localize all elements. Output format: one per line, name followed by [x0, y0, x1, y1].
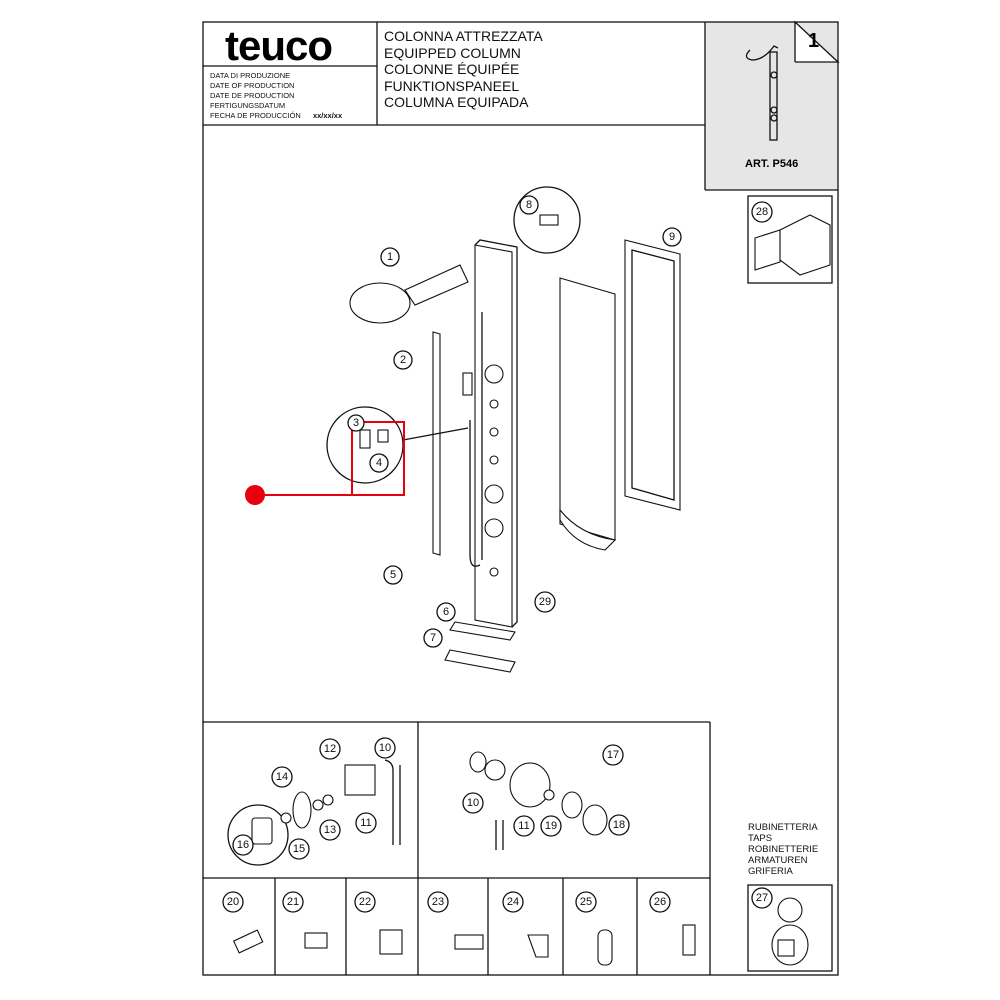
callout-23: 23	[427, 891, 449, 913]
taps-labels: RUBINETTERIA TAPS ROBINETTERIE ARMATUREN…	[748, 822, 818, 877]
callout-18: 18	[608, 814, 630, 836]
highlight-marker	[245, 421, 405, 505]
callout-2: 2	[393, 350, 413, 370]
callout-10b: 10	[462, 792, 484, 814]
taps-label: TAPS	[748, 833, 773, 844]
svg-text:13: 13	[324, 824, 336, 836]
svg-text:26: 26	[654, 896, 666, 908]
date-label: DATE OF PRODUCTION	[210, 81, 295, 90]
svg-text:20: 20	[227, 896, 239, 908]
svg-text:16: 16	[237, 839, 249, 851]
title-de: FUNKTIONSPANEEL	[384, 77, 520, 94]
callout-4: 4	[369, 453, 389, 473]
callout-9: 9	[662, 227, 682, 247]
svg-text:21: 21	[287, 896, 299, 908]
taps-label: ARMATUREN	[748, 855, 808, 866]
callout-20: 20	[222, 891, 244, 913]
taps-label: RUBINETTERIA	[748, 822, 818, 833]
svg-text:12: 12	[324, 743, 336, 755]
callout-16: 16	[232, 834, 254, 856]
taps-label: ROBINETTERIE	[748, 844, 819, 855]
callout-1: 1	[380, 247, 400, 267]
svg-text:7: 7	[430, 632, 436, 644]
callout-11: 11	[355, 812, 377, 834]
title-it: COLONNA ATTREZZATA	[384, 28, 543, 44]
callout-29: 29	[534, 591, 556, 613]
date-label: DATE DE PRODUCTION	[210, 91, 295, 100]
callout-26: 26	[649, 891, 671, 913]
svg-text:28: 28	[756, 206, 768, 218]
equipped-column-drawing	[326, 186, 831, 673]
date-label: FERTIGUNGSDATUM	[210, 101, 286, 110]
svg-text:3: 3	[353, 417, 359, 429]
svg-text:24: 24	[507, 896, 519, 908]
callout-7: 7	[423, 628, 443, 648]
article-code: ART. P546	[745, 158, 799, 170]
callout-22: 22	[354, 891, 376, 913]
svg-text:9: 9	[669, 231, 675, 243]
title-es: COLUMNA EQUIPADA	[384, 94, 529, 110]
callout-10: 10	[374, 737, 396, 759]
svg-text:5: 5	[390, 569, 396, 581]
callout-13: 13	[319, 819, 341, 841]
callout-25: 25	[575, 891, 597, 913]
callout-8: 8	[519, 195, 539, 215]
page-number: 1	[808, 30, 820, 52]
title-en: EQUIPPED COLUMN	[384, 44, 521, 61]
svg-text:19: 19	[545, 820, 557, 832]
production-date-block: DATA DI PRODUZIONE DATE OF PRODUCTION DA…	[210, 71, 342, 121]
svg-text:22: 22	[359, 896, 371, 908]
svg-text:27: 27	[756, 892, 768, 904]
svg-text:1: 1	[387, 251, 393, 263]
svg-text:14: 14	[276, 771, 288, 783]
callout-5: 5	[383, 565, 403, 585]
taps-label: GRIFERIA	[748, 866, 793, 877]
svg-text:15: 15	[293, 843, 305, 855]
callout-14: 14	[271, 766, 293, 788]
svg-text:10: 10	[379, 742, 391, 754]
callout-28: 28	[751, 201, 773, 223]
callout-12: 12	[319, 738, 341, 760]
callout-3: 3	[347, 414, 365, 432]
date-value: xx/xx/xx	[312, 111, 343, 120]
callout-21: 21	[282, 891, 304, 913]
svg-text:6: 6	[443, 606, 449, 618]
svg-text:2: 2	[400, 354, 406, 366]
date-label: FECHA DE PRODUCCIÓN	[210, 111, 301, 120]
taps-drawing	[227, 751, 608, 866]
title-block: COLONNA ATTREZZATA EQUIPPED COLUMN COLON…	[384, 28, 543, 111]
callout-15: 15	[288, 838, 310, 860]
svg-text:11: 11	[360, 817, 371, 829]
svg-text:18: 18	[613, 819, 625, 831]
svg-text:4: 4	[376, 457, 382, 469]
svg-text:11: 11	[518, 820, 529, 832]
svg-text:8: 8	[526, 199, 532, 211]
svg-text:23: 23	[432, 896, 444, 908]
title-fr: COLONNE ÉQUIPÉE	[384, 61, 520, 77]
callout-11b: 11	[513, 815, 535, 837]
callout-27: 27	[751, 887, 773, 909]
svg-text:17: 17	[607, 749, 619, 761]
brand-logo: teuco	[225, 22, 333, 69]
column-thumbnail-icon	[745, 45, 779, 141]
svg-text:10: 10	[467, 797, 479, 809]
callout-6: 6	[436, 602, 456, 622]
svg-text:25: 25	[580, 896, 592, 908]
callout-19: 19	[540, 815, 562, 837]
date-label: DATA DI PRODUZIONE	[210, 71, 291, 80]
callout-17: 17	[602, 744, 624, 766]
callout-24: 24	[502, 891, 524, 913]
svg-text:29: 29	[539, 596, 551, 608]
fittings-drawing	[232, 897, 809, 966]
